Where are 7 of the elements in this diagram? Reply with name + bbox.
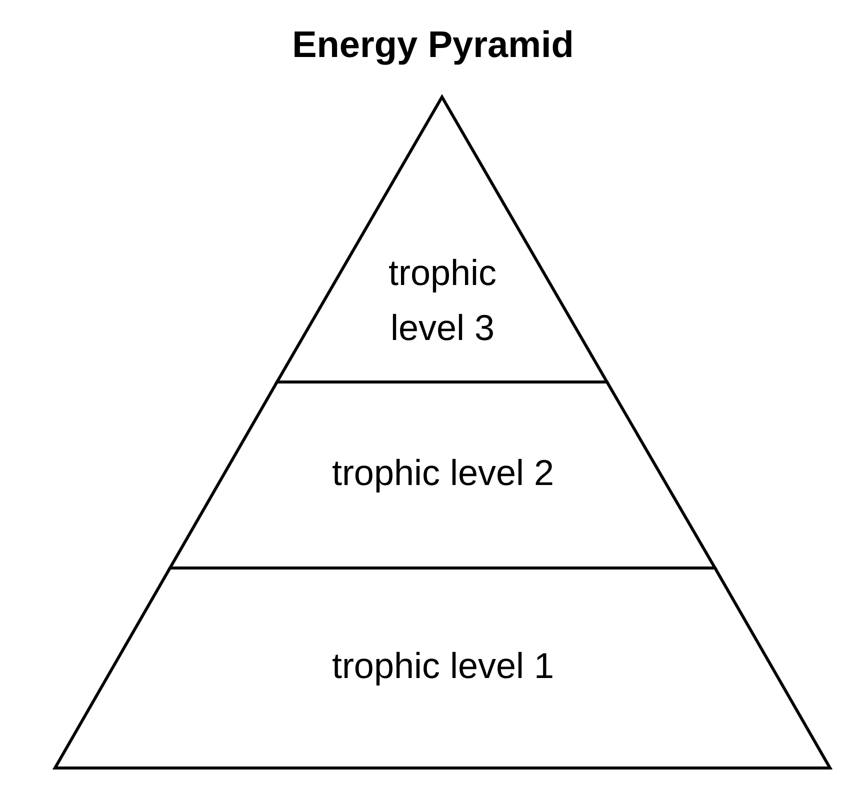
pyramid-tier xyxy=(55,568,831,768)
pyramid-tier xyxy=(170,382,716,568)
tier-label: trophic level 3 xyxy=(387,251,498,350)
diagram-title: Energy Pyramid xyxy=(292,23,574,67)
pyramid-tier xyxy=(277,97,608,382)
tier-label: trophic level 1 xyxy=(332,644,554,688)
tier-label: trophic level 2 xyxy=(332,451,554,495)
